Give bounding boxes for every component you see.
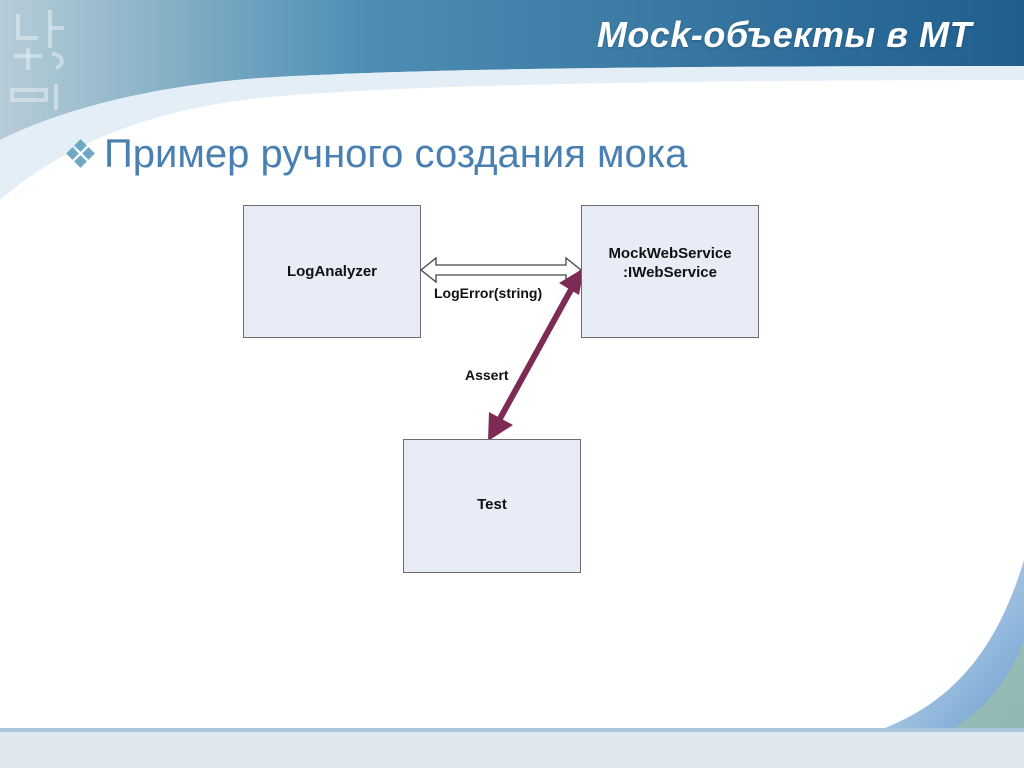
bottom-swoosh-green bbox=[930, 640, 1024, 740]
mockwebservice-box: MockWebService :IWebService bbox=[581, 205, 759, 338]
diamond-bullet-icon bbox=[66, 138, 95, 168]
mockwebservice-label-line2: :IWebService bbox=[623, 263, 717, 281]
logerror-arrow bbox=[419, 256, 583, 284]
loganalyzer-box: LogAnalyzer bbox=[243, 205, 421, 338]
banner-glyphs bbox=[10, 10, 64, 110]
test-box: Test bbox=[403, 439, 581, 573]
assert-arrow bbox=[488, 268, 584, 441]
mockwebservice-label-line1: MockWebService bbox=[608, 244, 732, 262]
bottom-band bbox=[0, 730, 1024, 768]
banner-wave bbox=[0, 66, 1024, 200]
slide-title: Mock-объекты в МТ bbox=[596, 14, 972, 55]
logerror-label: LogError(string) bbox=[434, 285, 543, 301]
assert-label: Assert bbox=[465, 367, 509, 383]
bottom-swoosh bbox=[880, 560, 1024, 730]
bullet-text: Пример ручного создания мока bbox=[104, 132, 688, 176]
bullet-item: Пример ручного создания мока bbox=[62, 132, 687, 177]
test-label: Test bbox=[477, 495, 507, 513]
title-banner bbox=[0, 0, 1024, 140]
bottom-line bbox=[0, 728, 1024, 732]
loganalyzer-label: LogAnalyzer bbox=[286, 263, 377, 280]
